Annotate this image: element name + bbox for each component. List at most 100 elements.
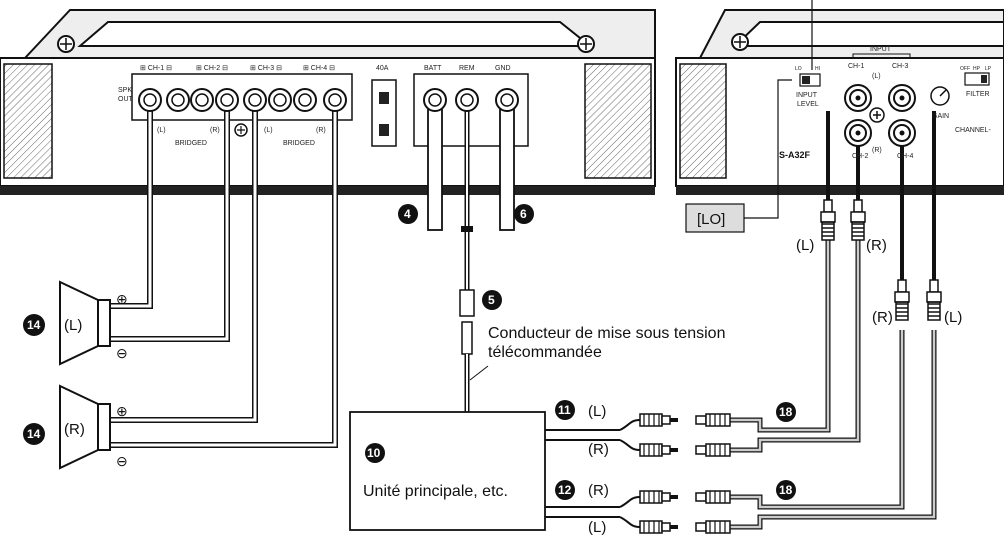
terminal-screw (190, 88, 214, 112)
badge-12: 12 (558, 483, 572, 497)
remote-wire-label-2: télécommandée (488, 344, 602, 361)
speaker-right (59, 384, 111, 470)
speaker-left (59, 280, 111, 366)
right-amplifier (675, 9, 1004, 195)
fuse-label: 40A (376, 65, 389, 72)
bridged-label-2: BRIDGED (283, 140, 315, 147)
terminal-screw (138, 88, 162, 112)
badge-11: 11 (558, 403, 571, 417)
rca-top-l-label: (L) (796, 237, 814, 254)
gnd-label: GND (495, 65, 511, 72)
filter-hp-label: HP (973, 66, 981, 72)
g12-l-label: (L) (588, 519, 606, 536)
power-wires (427, 99, 515, 412)
ch4-label: ⊞ CH-4 ⊟ (303, 65, 335, 72)
rca-plug (926, 279, 942, 321)
head-unit-label: Unité principale, etc. (363, 483, 508, 500)
batt-label: BATT (424, 65, 442, 72)
rca-mid-r-label: (R) (872, 309, 893, 326)
minus-right: ⊖ (116, 453, 128, 469)
terminal-screw (323, 88, 347, 112)
terminal-screw (268, 88, 292, 112)
rca-plug-pair (639, 490, 731, 504)
lo-box-label: [LO] (697, 211, 725, 228)
ch2-input-label: CH-2 (852, 153, 868, 160)
ch3-label: ⊞ CH-3 ⊟ (250, 65, 282, 72)
input-jack-ch2 (844, 119, 872, 147)
spk-out-label-1: SPK (118, 87, 132, 94)
level-lo-label: LO (795, 66, 802, 72)
input-jack-ch3 (888, 84, 916, 112)
ch4-input-label: CH-4 (897, 153, 913, 160)
rca-plug (820, 199, 836, 241)
badge-18-top: 18 (779, 405, 793, 419)
badge-10: 10 (367, 446, 381, 460)
filter-lp-label: LP (985, 66, 992, 72)
badge-6: 6 (520, 207, 527, 221)
plus-right: ⊕ (116, 403, 128, 419)
plus-left: ⊕ (116, 291, 128, 307)
remote-wire-label-1: Conducteur de mise sous tension (488, 325, 725, 342)
ch3-input-label: CH-3 (892, 63, 908, 70)
g11-l-label: (L) (588, 403, 606, 420)
filter-off-label: OFF (960, 66, 970, 72)
terminal-screw (423, 88, 447, 112)
g11-r-label: (R) (588, 441, 609, 458)
minus-left: ⊖ (116, 345, 128, 361)
terminal-screw (215, 88, 239, 112)
input-level-label-2: LEVEL (797, 101, 819, 108)
badge-18-bottom: 18 (779, 483, 793, 497)
head-unit-box (349, 411, 546, 531)
bridged-label-1: BRIDGED (175, 140, 207, 147)
input-jack-ch4 (888, 119, 916, 147)
input-level-label-1: INPUT (796, 92, 818, 99)
rca-plug (894, 279, 910, 321)
model-label: S-A32F (779, 150, 811, 160)
terminal-screw (166, 88, 190, 112)
badges: 4 6 5 10 11 12 14 14 18 18 (23, 204, 796, 500)
input-r-label: (R) (872, 147, 882, 154)
input-l-label: (L) (872, 73, 881, 80)
badge-4: 4 (404, 207, 411, 221)
pos-label-1: (L) (157, 127, 166, 134)
rca-top-r-label: (R) (866, 237, 887, 254)
speaker-wires (98, 100, 338, 448)
rca-plug-pair (639, 413, 731, 427)
speaker-right-label: (R) (64, 421, 85, 438)
ch1-label: ⊞ CH-1 ⊟ (140, 65, 172, 72)
badge-5: 5 (488, 293, 495, 307)
rca-plug-pair (639, 443, 731, 457)
left-amp-labels: SPK OUT ⊞ CH-1 ⊟ ⊞ CH-2 ⊟ ⊞ CH-3 ⊟ ⊞ CH-… (118, 65, 511, 147)
terminal-screw (495, 88, 519, 112)
g12-r-label: (R) (588, 482, 609, 499)
lo-box (685, 203, 745, 233)
badge-14-left: 14 (27, 318, 41, 332)
spk-out-label-2: OUT (118, 96, 134, 103)
pos-label-4: (R) (316, 127, 326, 134)
filter-label: FILTER (966, 91, 990, 98)
right-amp-labels: INPUT CH-1 CH-3 CH-2 CH-4 (L) (R) INPUT … (779, 46, 992, 160)
terminal-screws (138, 88, 519, 112)
ch1-input-label: CH-1 (848, 63, 864, 70)
rca-cables (545, 111, 937, 530)
ch2-label: ⊞ CH-2 ⊟ (196, 65, 228, 72)
terminal-screw (455, 88, 479, 112)
level-hi-label: HI (815, 66, 820, 72)
channel-label: CHANNEL- (955, 127, 991, 134)
pos-label-3: (L) (264, 127, 273, 134)
speaker-left-label: (L) (64, 317, 82, 334)
terminal-screw (293, 88, 317, 112)
gain-label: GAIN (932, 113, 949, 120)
input-label: INPUT (870, 46, 892, 53)
rem-label: REM (459, 65, 475, 72)
badge-14-right: 14 (27, 427, 41, 441)
rca-plug (850, 199, 866, 241)
rca-plug-pair (639, 520, 731, 534)
rca-mid-l-label: (L) (944, 309, 962, 326)
terminal-screw (243, 88, 267, 112)
rca-plugs (639, 199, 942, 534)
input-jack-ch1 (844, 84, 872, 112)
pos-label-2: (R) (210, 127, 220, 134)
